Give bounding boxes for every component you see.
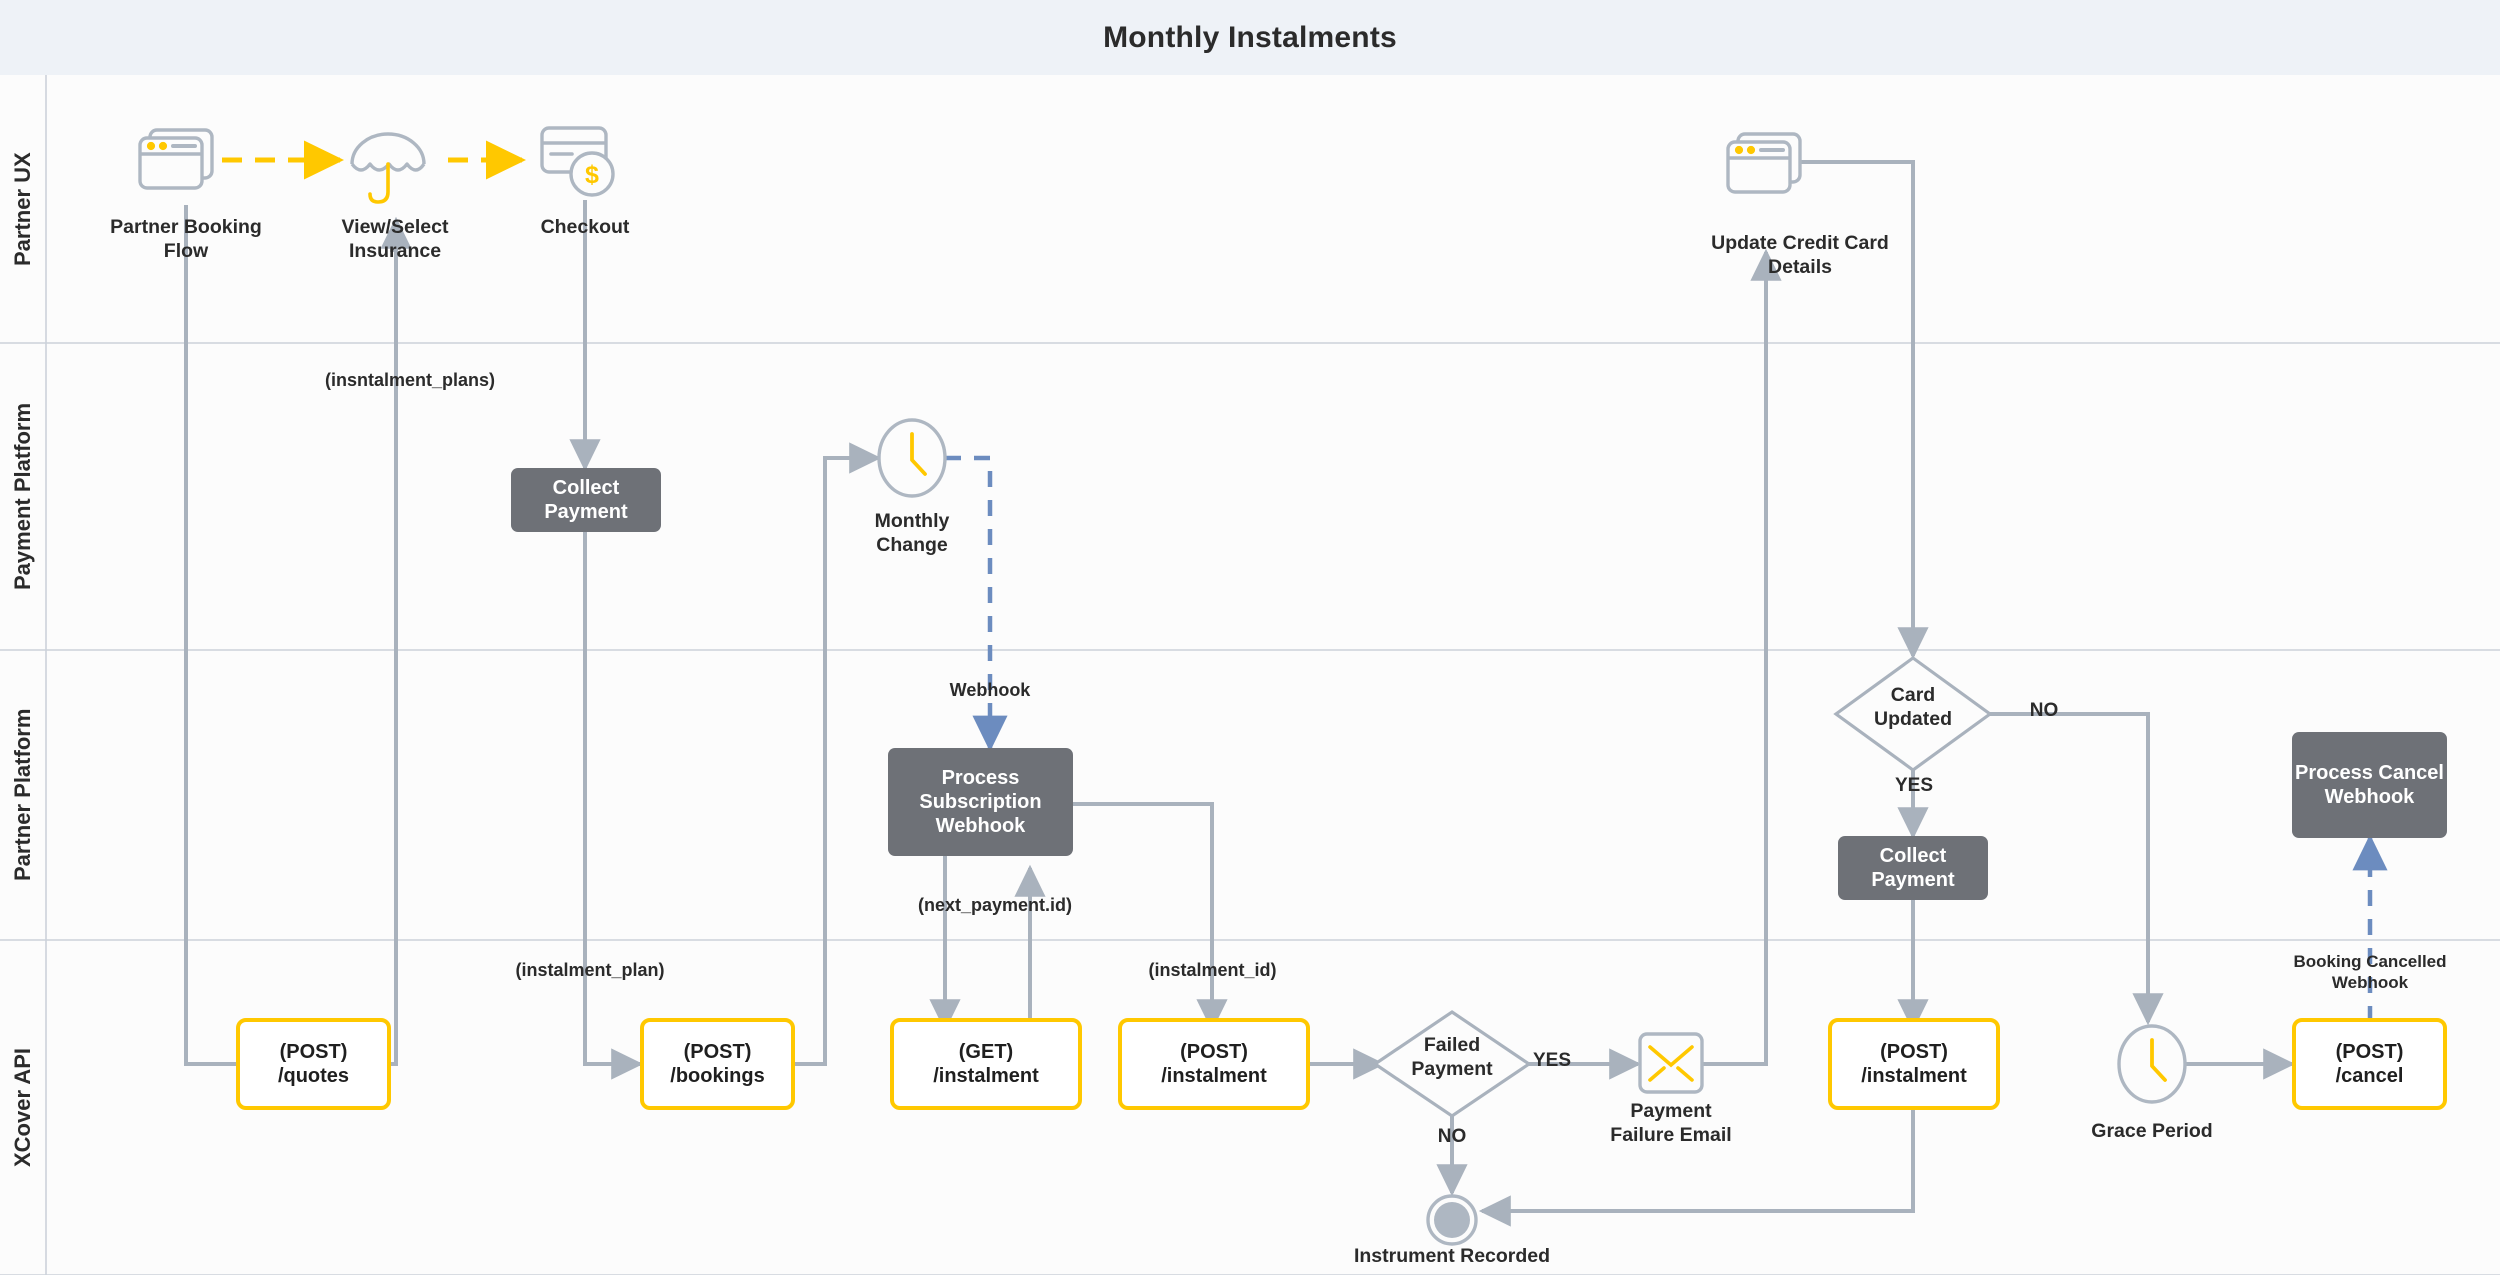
api-post-instalment-1[interactable]: (POST) /instalment: [1118, 1018, 1310, 1110]
node-partner-booking-flow-label: Partner Booking Flow: [66, 216, 306, 264]
label-line: Failed: [1423, 1034, 1481, 1056]
edge-label-failed-payment-no: NO: [1437, 1126, 1467, 1147]
box-line: /quotes: [277, 1065, 350, 1087]
process-cancel-webhook[interactable]: Process Cancel Webhook: [2292, 732, 2447, 838]
label-line: Update Credit Card: [1711, 232, 1889, 254]
end-node-icon: [1426, 1194, 1478, 1246]
label-line: View/Select: [341, 216, 449, 238]
box-line: /instalment: [1161, 1065, 1267, 1087]
box-line: Collect Payment: [1871, 845, 1955, 891]
box-line: Process Cancel Webhook: [2295, 762, 2444, 808]
process-collect-payment-2[interactable]: Collect Payment: [1838, 836, 1988, 900]
process-subscription-webhook[interactable]: Process Subscription Webhook: [888, 748, 1073, 856]
label-line: Monthly: [874, 510, 950, 532]
box-line: /cancel: [2335, 1065, 2404, 1087]
node-checkout-label: Checkout: [465, 216, 705, 240]
node-update-credit-card-label: Update Credit Card Details: [1640, 232, 1960, 280]
label-line: Change: [876, 533, 948, 556]
clock-icon: [2117, 1024, 2187, 1104]
title-band: [0, 0, 2500, 75]
umbrella-icon: [350, 132, 426, 204]
label-line: Checkout: [540, 216, 630, 238]
api-post-bookings[interactable]: (POST) /bookings: [640, 1018, 795, 1110]
node-monthly-change-label: Monthly Change: [822, 510, 1002, 558]
box-line: (POST): [2335, 1041, 2404, 1063]
edge-label-card-updated-no: NO: [2029, 700, 2059, 721]
node-instrument-recorded-label: Instrument Recorded: [1322, 1245, 1582, 1269]
webhook-connectors: [945, 455, 2388, 1022]
api-post-cancel[interactable]: (POST) /cancel: [2292, 1018, 2447, 1110]
node-grace-period-label: Grace Period: [2052, 1120, 2252, 1144]
label-line: Details: [1768, 255, 1832, 278]
lane-label-partner-platform: Partner Platform: [10, 708, 35, 882]
box-line: (POST): [683, 1041, 752, 1063]
label-line: Insurance: [348, 239, 442, 262]
box-line: /bookings: [670, 1065, 765, 1087]
box-line: (POST): [1880, 1041, 1948, 1063]
envelope-icon: [1638, 1032, 1704, 1094]
label-line: Flow: [163, 239, 209, 262]
label-line: Webhook: [2331, 972, 2409, 992]
edge-label-card-updated-yes: YES: [1894, 775, 1934, 796]
page-title: Monthly Instalments: [1103, 20, 1397, 54]
decision-card-updated-label: Card Updated: [1838, 684, 1988, 732]
api-post-quotes[interactable]: (POST) /quotes: [236, 1018, 391, 1110]
label-line: Failure Email: [1610, 1123, 1732, 1146]
browser-windows-icon: [138, 128, 214, 190]
node-view-select-insurance-label: View/Select Insurance: [275, 216, 515, 264]
label-line: Card: [1890, 684, 1936, 706]
lane-label-payment-platform: Payment Platform: [10, 402, 35, 591]
box-line: Process Subscription Webhook: [919, 767, 1042, 837]
edge-label-next-payment-id: (next_payment.id): [917, 895, 1073, 915]
label-line: Booking Cancelled: [2293, 952, 2447, 971]
browser-windows-icon: [1726, 132, 1802, 194]
process-collect-payment-1[interactable]: Collect Payment: [511, 468, 661, 532]
box-line: Collect Payment: [544, 477, 628, 523]
box-line: /instalment: [933, 1065, 1039, 1087]
label-line: Payment: [1630, 1100, 1712, 1122]
box-line: /instalment: [1861, 1065, 1967, 1087]
edge-label-instalment-plans: (insntalment_plans): [324, 370, 496, 390]
label-line: Grace Period: [2091, 1120, 2213, 1142]
lane-label-partner-ux: Partner UX: [10, 152, 35, 266]
edge-label-failed-payment-yes: YES: [1532, 1050, 1572, 1071]
api-post-instalment-2[interactable]: (POST) /instalment: [1828, 1018, 2000, 1110]
node-payment-failure-email-label: Payment Failure Email: [1561, 1100, 1781, 1148]
label-line: Partner Booking: [110, 216, 262, 238]
edge-label-instalment-id: (instalment_id): [1148, 960, 1277, 980]
clock-icon: [877, 418, 947, 498]
credit-card-dollar-icon: $: [540, 126, 615, 197]
label-line: Updated: [1874, 707, 1952, 730]
box-line: (POST): [1180, 1041, 1248, 1063]
decision-failed-payment-label: Failed Payment: [1377, 1034, 1527, 1082]
label-line: Payment: [1411, 1057, 1493, 1080]
svg-text:$: $: [585, 161, 599, 189]
lane-label-xcover-api: XCover API: [10, 1048, 35, 1168]
api-get-instalment[interactable]: (GET) /instalment: [890, 1018, 1082, 1110]
label-line: Instrument Recorded: [1353, 1245, 1551, 1267]
box-line: (POST): [279, 1041, 348, 1063]
edge-label-webhook: Webhook: [949, 680, 1031, 700]
box-line: (GET): [958, 1041, 1014, 1063]
edge-label-instalment-plan: (instalment_plan): [515, 960, 665, 980]
edge-label-booking-cancelled-webhook: Booking Cancelled Webhook: [2260, 952, 2480, 993]
